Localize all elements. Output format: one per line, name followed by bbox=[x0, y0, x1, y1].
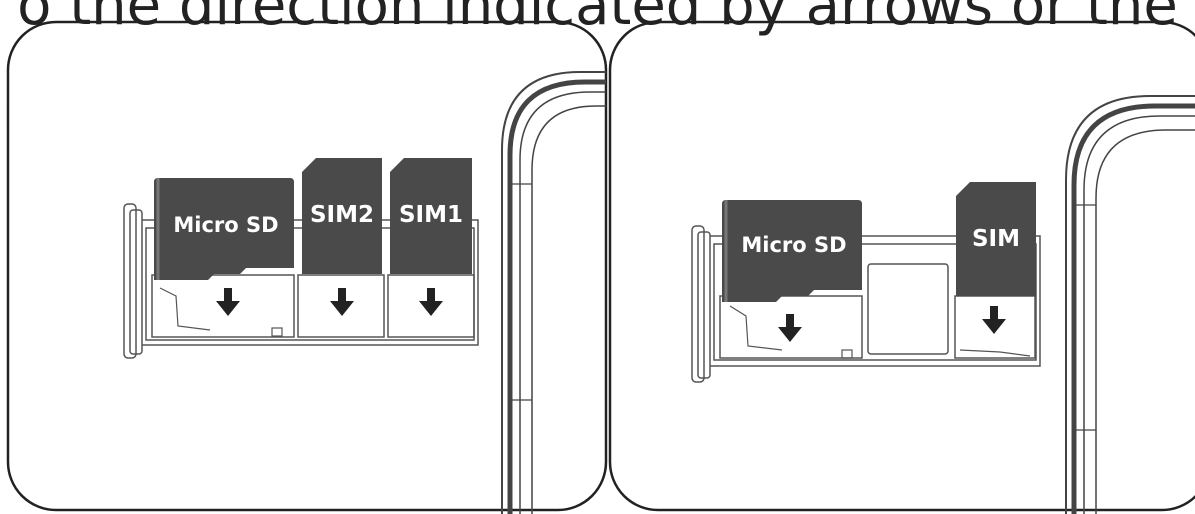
card-label: SIM1 bbox=[399, 202, 463, 228]
card-microsd-left: Micro SD bbox=[154, 178, 294, 280]
phone-edge-left bbox=[501, 71, 606, 514]
card-sim-right: SIM bbox=[956, 182, 1036, 296]
panel-right: Micro SD SIM bbox=[608, 20, 1195, 514]
phone-edge-right bbox=[1065, 95, 1195, 514]
sim-tray-right bbox=[691, 225, 1041, 383]
card-sim1-left: SIM1 bbox=[390, 158, 472, 274]
card-label: Micro SD bbox=[173, 213, 278, 237]
card-label: SIM2 bbox=[310, 202, 374, 228]
card-label: Micro SD bbox=[741, 233, 846, 257]
card-sim2-left: SIM2 bbox=[302, 158, 382, 274]
card-label: SIM bbox=[972, 226, 1020, 252]
card-microsd-right: Micro SD bbox=[722, 200, 862, 302]
caption-text: o the direction indicated by arrows or t… bbox=[17, 0, 1178, 38]
panel-left: Micro SD SIM2 SIM1 bbox=[6, 20, 608, 514]
